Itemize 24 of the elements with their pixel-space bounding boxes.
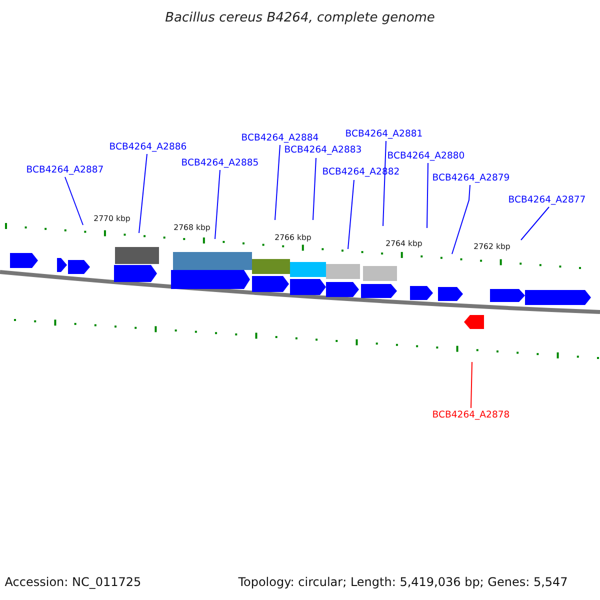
gene-label: BCB4264_A2878 bbox=[432, 410, 510, 420]
leader-line bbox=[470, 362, 472, 408]
gene-label: BCB4264_A2879 bbox=[432, 173, 510, 183]
gene-label: BCB4264_A2884 bbox=[241, 133, 319, 143]
leader-line bbox=[382, 140, 386, 226]
leader-line bbox=[348, 180, 354, 250]
leader-line bbox=[452, 184, 470, 254]
gene-label: BCB4264_A2885 bbox=[181, 158, 259, 168]
gene-label: BCB4264_A2880 bbox=[387, 151, 465, 161]
leader-line bbox=[138, 154, 148, 234]
accession-text: Accession: NC_011725 bbox=[4, 576, 142, 588]
leader-line bbox=[64, 176, 84, 226]
gene-label: BCB4264_A2881 bbox=[345, 129, 423, 139]
gene-label: BCB4264_A2886 bbox=[109, 142, 187, 152]
leader-line bbox=[214, 170, 220, 240]
gene-label: BCB4264_A2877 bbox=[508, 195, 586, 205]
leader-line bbox=[520, 206, 550, 240]
genome-info-text: Topology: circular; Length: 5,419,036 bp; Genes: 5,547 bbox=[238, 576, 568, 588]
gene-label: BCB4264_A2883 bbox=[284, 145, 362, 155]
gene-label: BCB4264_A2887 bbox=[26, 165, 104, 175]
title: Bacillus cereus B4264, complete genome bbox=[165, 12, 435, 24]
leader-line bbox=[426, 162, 428, 228]
leader-line bbox=[274, 144, 280, 220]
leader-line bbox=[312, 158, 316, 220]
